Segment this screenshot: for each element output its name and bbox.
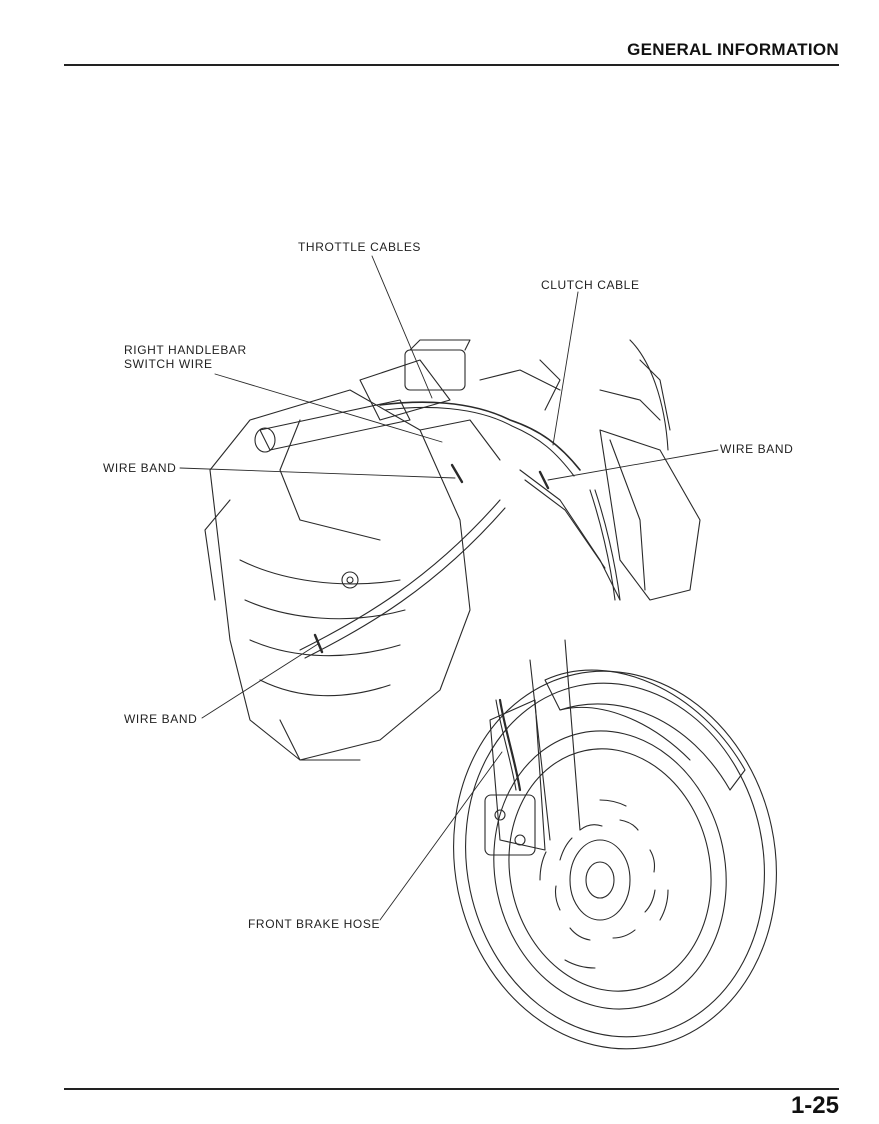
callout-right-handlebar-line2: SWITCH WIRE xyxy=(124,357,213,371)
page-number: 1-25 xyxy=(790,1092,839,1119)
callout-right-handlebar-line1: RIGHT HANDLEBAR xyxy=(124,343,247,357)
callout-wire-band-lower: WIRE BAND xyxy=(124,712,198,726)
callout-clutch-cable: CLUTCH CABLE xyxy=(541,278,640,292)
page-header-title: GENERAL INFORMATION xyxy=(627,40,839,59)
wire-band-clamps xyxy=(313,463,550,654)
header-rule xyxy=(64,64,839,66)
brake-disc-slots xyxy=(539,799,669,969)
front-brake-hose-line xyxy=(498,698,522,792)
handlebar-assembly xyxy=(254,339,661,453)
front-forks xyxy=(484,639,581,856)
upper-cowl xyxy=(599,339,701,601)
front-wheel xyxy=(453,670,777,1050)
callout-throttle-cables: THROTTLE CABLES xyxy=(298,240,422,254)
callout-front-brake-hose: FRONT BRAKE HOSE xyxy=(248,917,381,931)
callout-wire-band-right: WIRE BAND xyxy=(720,442,794,456)
footer-rule xyxy=(64,1088,839,1090)
leader-lines xyxy=(179,255,719,921)
front-fender xyxy=(544,669,746,791)
callout-wire-band-left: WIRE BAND xyxy=(103,461,177,475)
callout-right-handlebar-switch-wire: RIGHT HANDLEBAR SWITCH WIRE xyxy=(124,343,247,371)
engine-and-frame xyxy=(204,389,501,761)
cables xyxy=(299,401,621,659)
